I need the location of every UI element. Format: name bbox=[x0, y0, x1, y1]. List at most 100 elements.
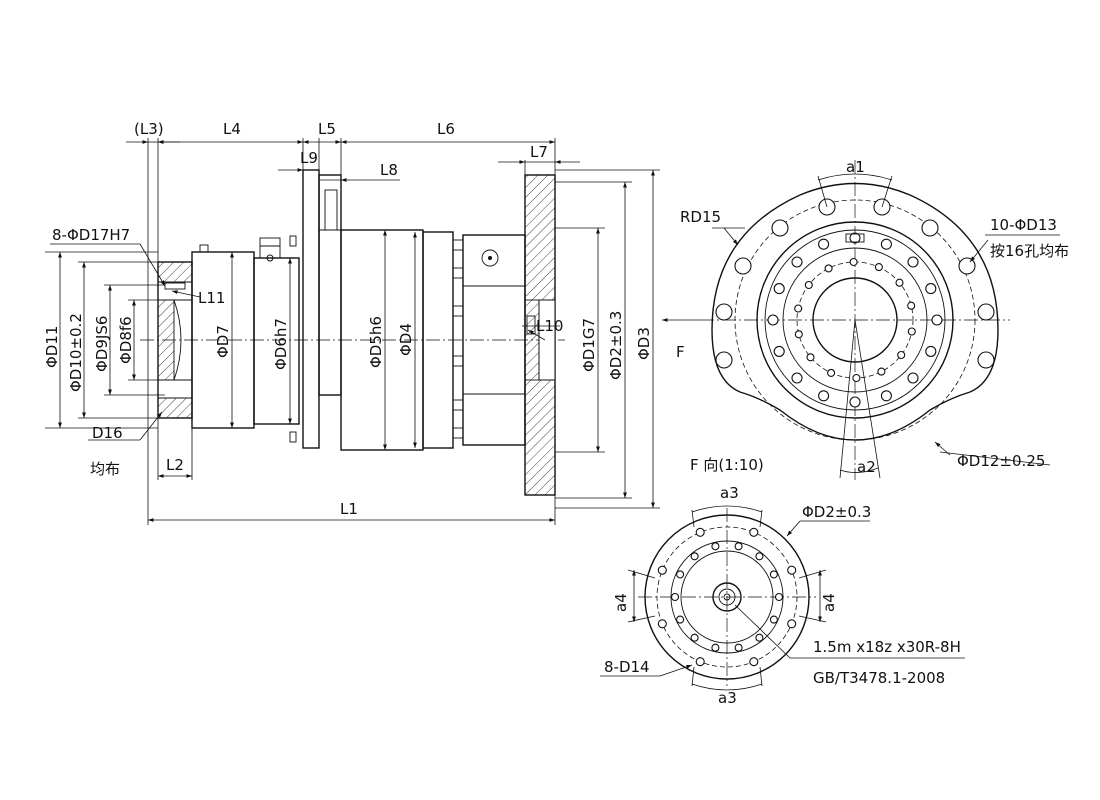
bottom-inner-hole bbox=[734, 542, 743, 551]
arc-a1 bbox=[817, 173, 893, 181]
bottom-inner-hole bbox=[711, 542, 720, 551]
label-evenly: 均布 bbox=[90, 460, 120, 478]
middle-flange bbox=[302, 169, 342, 449]
dim-d5: ΦD5h6 bbox=[367, 316, 385, 368]
ring-hole bbox=[931, 314, 943, 326]
dim-d2-main: ΦD2±0.3 bbox=[607, 311, 625, 380]
side-section-view: (L3) L4 L5 L6 L9 L8 L7 L1 L2 bbox=[43, 120, 660, 525]
bottom-outer-holes bbox=[657, 527, 797, 667]
dim-d3: ΦD3 bbox=[635, 327, 653, 360]
center-bore bbox=[812, 277, 898, 363]
ring-hole bbox=[818, 238, 830, 250]
inner-hole bbox=[849, 257, 858, 267]
inner-hole bbox=[907, 301, 916, 310]
dim-l1: L1 bbox=[340, 500, 358, 518]
label-d12: ΦD12±0.25 bbox=[957, 452, 1045, 470]
bottom-inner-hole bbox=[755, 552, 764, 561]
ring-hole bbox=[773, 283, 785, 295]
label-rd15: RD15 bbox=[680, 208, 721, 226]
diameter-dimensions bbox=[45, 169, 660, 509]
arc-a3-bottom bbox=[691, 683, 763, 691]
dim-l7: L7 bbox=[530, 143, 548, 161]
bottom-outer-hole bbox=[787, 565, 797, 575]
dim-l9: L9 bbox=[300, 149, 318, 167]
inner-hole bbox=[824, 264, 833, 273]
f-arrow-label: F bbox=[676, 343, 685, 361]
top-dimension-labels: (L3) L4 L5 L6 L9 L8 L7 L1 L2 bbox=[134, 120, 548, 518]
ring-outer bbox=[756, 221, 954, 419]
ring-hole bbox=[925, 345, 937, 357]
inner-hole bbox=[794, 304, 803, 313]
inner-hole bbox=[877, 367, 886, 376]
housing-bolts bbox=[452, 239, 464, 439]
label-spline: 1.5m x18z x30R-8H bbox=[813, 638, 961, 656]
inner-hole bbox=[806, 353, 815, 362]
inner-hole bbox=[897, 350, 906, 360]
label-d13-note: 按16孔均布 bbox=[990, 242, 1069, 260]
dim-d4: ΦD4 bbox=[397, 323, 415, 356]
label-standard: GB/T3478.1-2008 bbox=[813, 669, 945, 687]
dim-l3: (L3) bbox=[134, 120, 164, 138]
dim-d8: ΦD8f6 bbox=[117, 316, 135, 364]
bottom-outer-hole bbox=[749, 657, 759, 667]
arc-a3-top bbox=[691, 505, 763, 513]
label-8-d14: 8-D14 bbox=[604, 658, 650, 676]
dim-l10: L10 bbox=[536, 317, 563, 335]
label-a2: a2 bbox=[857, 458, 876, 476]
inner-hole bbox=[895, 278, 904, 287]
housing-step bbox=[422, 231, 454, 449]
label-a4-right: a4 bbox=[820, 593, 838, 612]
output-flange bbox=[524, 174, 556, 496]
top-bolt bbox=[199, 244, 209, 253]
inner-hole bbox=[827, 368, 836, 377]
label-a1: a1 bbox=[846, 158, 865, 176]
leader-labels: 8-ΦD17H7 L11 D16 均布 L10 bbox=[52, 226, 563, 478]
label-10-d13: 10-ΦD13 bbox=[990, 216, 1057, 234]
ring-hole bbox=[849, 396, 861, 408]
inner-hole bbox=[804, 280, 813, 290]
flange-outline bbox=[711, 182, 999, 441]
bottom-inner-hole bbox=[690, 633, 699, 642]
ring-hole bbox=[849, 232, 861, 244]
bottom-inner-hole bbox=[676, 615, 685, 624]
bottom-inner-hole bbox=[755, 633, 764, 642]
outer-holes bbox=[715, 198, 995, 369]
diameter-labels: ΦD11 ΦD10±0.2 ΦD9JS6 ΦD8f6 ΦD7 ΦD6h7 ΦD5… bbox=[43, 311, 653, 392]
ring-hole bbox=[773, 345, 785, 357]
ring-hole bbox=[791, 256, 803, 268]
bottom-outer-hole bbox=[657, 565, 667, 575]
bottom-inner-holes bbox=[670, 542, 784, 652]
dim-d10: ΦD10±0.2 bbox=[67, 313, 85, 392]
dim-l2: L2 bbox=[166, 456, 184, 474]
bottom-inner-hole bbox=[670, 592, 680, 602]
bottom-outer-hole bbox=[695, 657, 705, 667]
f-view-title: F 向(1:10) bbox=[690, 456, 764, 474]
leaders bbox=[50, 243, 560, 441]
inner-hole bbox=[852, 373, 861, 383]
ring-holes bbox=[767, 232, 943, 408]
ring-hole bbox=[907, 256, 919, 268]
ring-hole bbox=[880, 238, 892, 250]
dim-d11: ΦD11 bbox=[43, 326, 61, 368]
dim-l4: L4 bbox=[223, 120, 241, 138]
bottom-inner-hole bbox=[734, 643, 743, 652]
inner-holes bbox=[794, 257, 916, 383]
dim-l5: L5 bbox=[318, 120, 336, 138]
arc-a2 bbox=[839, 467, 879, 473]
inner-hole bbox=[794, 330, 803, 339]
dim-d7: ΦD7 bbox=[214, 325, 232, 358]
dim-d9: ΦD9JS6 bbox=[93, 316, 111, 372]
bottom-inner-hole bbox=[711, 643, 720, 652]
dim-l11: L11 bbox=[198, 289, 225, 307]
label-d2-view: ΦD2±0.3 bbox=[802, 503, 871, 521]
inner-hole bbox=[907, 327, 916, 336]
bottom-inner-hole bbox=[769, 615, 778, 624]
ring-hole bbox=[925, 283, 937, 295]
label-a3-bottom: a3 bbox=[718, 689, 737, 707]
bottom-outer-hole bbox=[695, 527, 705, 537]
bottom-inner-hole bbox=[676, 570, 685, 579]
bottom-view: a3 a3 a4 a4 ΦD2±0.3 8-D14 1.5m x18z x30R… bbox=[600, 484, 965, 707]
top-dimensions bbox=[126, 138, 580, 525]
dim-l6: L6 bbox=[437, 120, 455, 138]
